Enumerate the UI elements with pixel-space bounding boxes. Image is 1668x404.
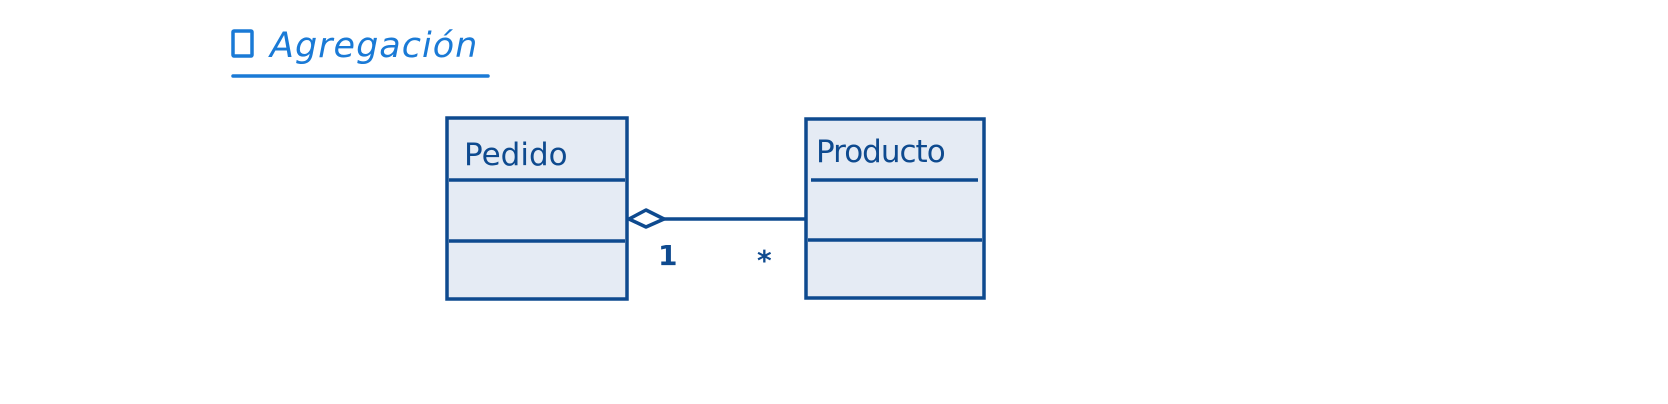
class-name-producto: Producto [816, 134, 946, 170]
class-name-pedido: Pedido [464, 137, 568, 173]
class-box-producto-frame [804, 117, 986, 300]
multiplicity-target: * [757, 244, 772, 277]
class-box-pedido-frame [445, 116, 629, 301]
aggregation-diamond [627, 208, 666, 229]
class-box-pedido [445, 116, 629, 301]
page-title: Agregación [270, 26, 479, 66]
checkbox-square-icon [231, 29, 254, 58]
class-box-producto [804, 117, 986, 300]
multiplicity-source: 1 [658, 239, 678, 272]
